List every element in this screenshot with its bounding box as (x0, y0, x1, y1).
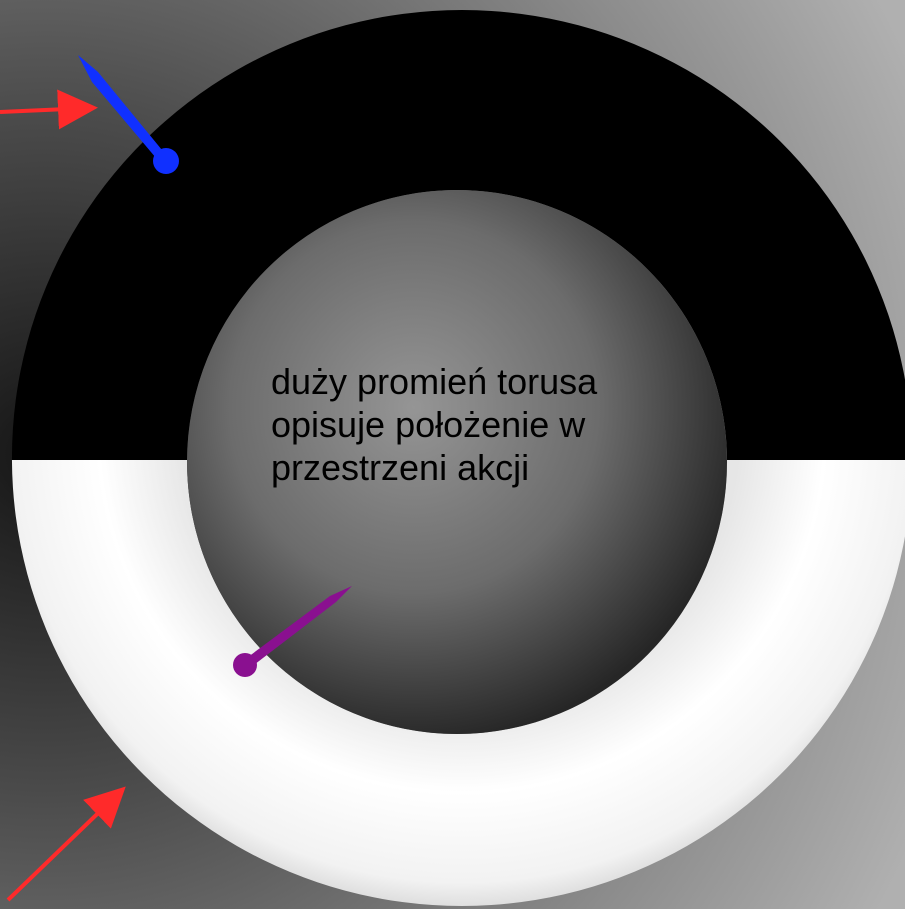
caption-line-3: przestrzeni akcji (271, 446, 691, 489)
caption-line-2: opisuje położenie w (271, 403, 691, 446)
caption-text: duży promień torusa opisuje położenie w … (271, 360, 691, 489)
purple-vector-base (233, 653, 257, 677)
caption-line-1: duży promień torusa (271, 360, 691, 403)
blue-vector-base (153, 148, 179, 174)
